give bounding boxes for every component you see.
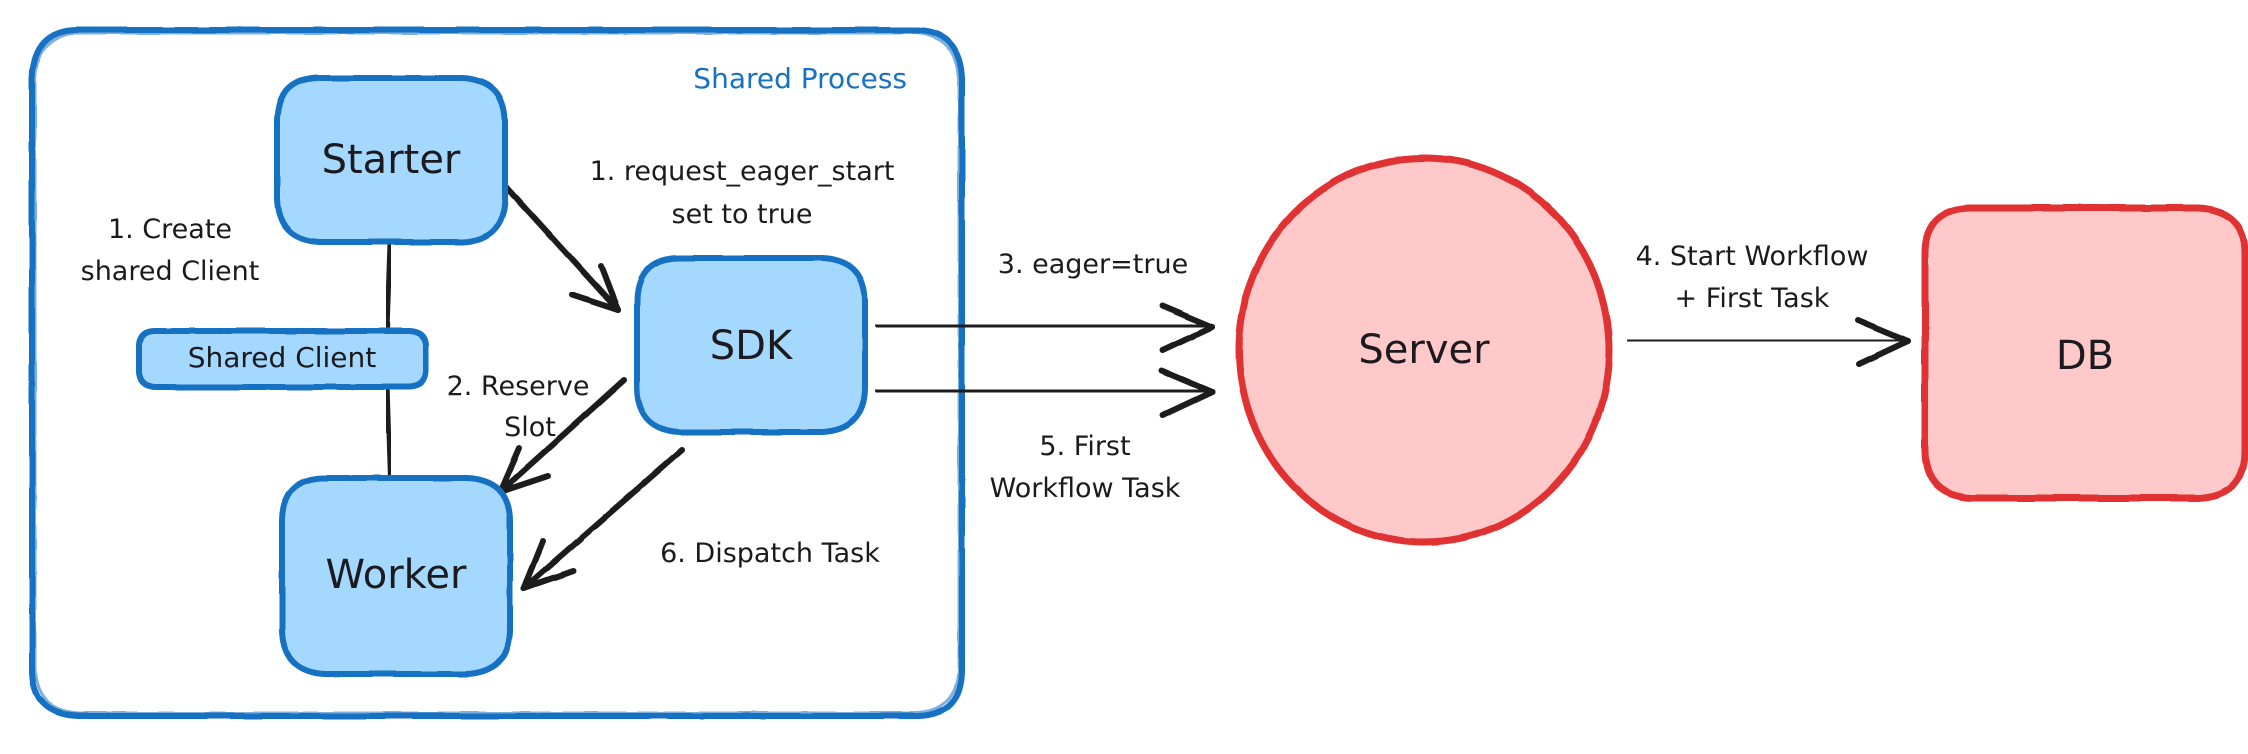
edge-first-workflow-task[interactable]: 5. First Workflow Task <box>875 368 1215 504</box>
edge-label-request-eager-start-line2: set to true <box>672 199 813 230</box>
edge-create-shared-client[interactable]: 1. Create shared Client <box>81 214 393 483</box>
edge-label-reserve-slot-line2: Slot <box>504 412 556 443</box>
shared-process-title: Shared Process <box>693 62 907 95</box>
edge-start-workflow-first-task[interactable]: 4. Start Workflow + First Task <box>1627 241 1911 367</box>
node-label-shared-client: Shared Client <box>188 341 377 374</box>
node-server[interactable]: Server <box>1235 154 1613 546</box>
edge-label-dispatch-task: 6. Dispatch Task <box>660 538 880 569</box>
edge-label-first-workflow-task-line1: 5. First <box>1039 431 1130 462</box>
node-shared-client[interactable]: Shared Client <box>136 328 429 390</box>
node-sdk[interactable]: SDK <box>634 255 868 435</box>
node-starter[interactable]: Starter <box>274 75 508 245</box>
node-label-db: DB <box>2056 333 2114 379</box>
node-label-worker: Worker <box>326 552 467 598</box>
node-db[interactable]: DB <box>1921 204 2248 502</box>
edge-label-start-workflow-line2: + First Task <box>1675 283 1830 314</box>
edge-label-reserve-slot-line1: 2. Reserve <box>447 371 590 402</box>
edge-label-start-workflow-line1: 4. Start Workflow <box>1636 241 1869 272</box>
edge-reserve-slot[interactable]: 2. Reserve Slot <box>447 371 627 495</box>
edge-label-request-eager-start-line1: 1. request_eager_start <box>590 156 895 187</box>
edge-label-first-workflow-task-line2: Workflow Task <box>990 473 1181 504</box>
edge-label-create-shared-client-line1: 1. Create <box>108 214 232 245</box>
edge-eager-true[interactable]: 3. eager=true <box>875 249 1215 353</box>
node-label-server: Server <box>1358 327 1490 373</box>
edge-label-eager-true: 3. eager=true <box>998 249 1188 280</box>
node-label-starter: Starter <box>322 137 461 183</box>
node-worker[interactable]: Worker <box>279 475 513 677</box>
edge-dispatch-task[interactable]: 6. Dispatch Task <box>521 447 880 591</box>
edge-label-create-shared-client-line2: shared Client <box>81 256 260 287</box>
edge-request-eager-start[interactable]: 1. request_eager_start set to true <box>497 156 895 313</box>
shared-process-container[interactable]: Shared Process <box>29 27 965 719</box>
node-label-sdk: SDK <box>710 323 794 369</box>
